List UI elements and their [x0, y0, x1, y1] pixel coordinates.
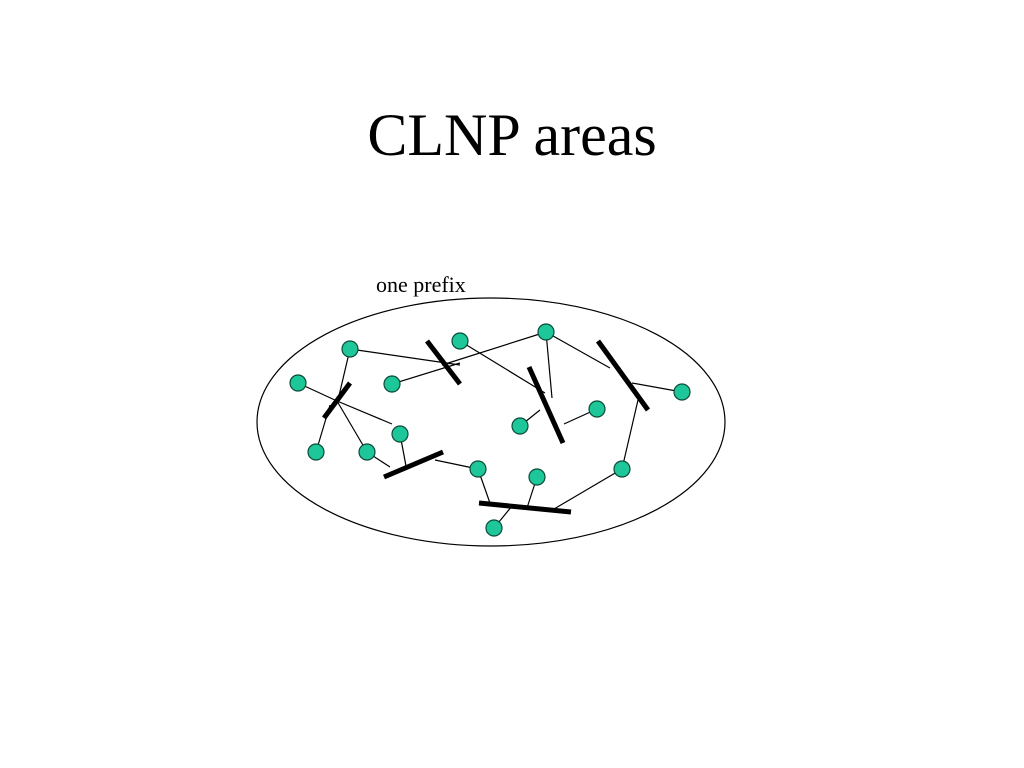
router-bar: [383, 449, 444, 480]
node: [469, 460, 487, 478]
node: [307, 443, 325, 461]
node: [511, 417, 529, 435]
node: [289, 374, 307, 392]
area-label: one prefix: [376, 272, 466, 297]
node: [588, 400, 606, 418]
node: [673, 383, 691, 401]
nodes: [289, 323, 691, 537]
slide-title: CLNP areas: [367, 102, 657, 168]
link: [545, 331, 611, 369]
node: [383, 375, 401, 393]
link: [553, 468, 623, 510]
links: [297, 331, 683, 529]
link: [337, 348, 351, 401]
router-bar: [478, 500, 572, 515]
link: [459, 340, 546, 394]
router-bar: [526, 365, 566, 445]
node: [485, 519, 503, 537]
link: [336, 400, 393, 425]
routers: [321, 339, 651, 515]
node: [341, 340, 359, 358]
router-bar: [595, 339, 651, 412]
node: [528, 468, 546, 486]
area-boundary: [256, 297, 726, 547]
node: [358, 443, 376, 461]
link: [545, 331, 553, 399]
link: [621, 399, 639, 470]
router-bar: [321, 381, 353, 420]
link: [336, 400, 368, 453]
node: [537, 323, 555, 341]
node: [613, 460, 631, 478]
router-bar: [425, 339, 462, 386]
link: [441, 331, 547, 366]
node: [451, 332, 469, 350]
node: [391, 425, 409, 443]
